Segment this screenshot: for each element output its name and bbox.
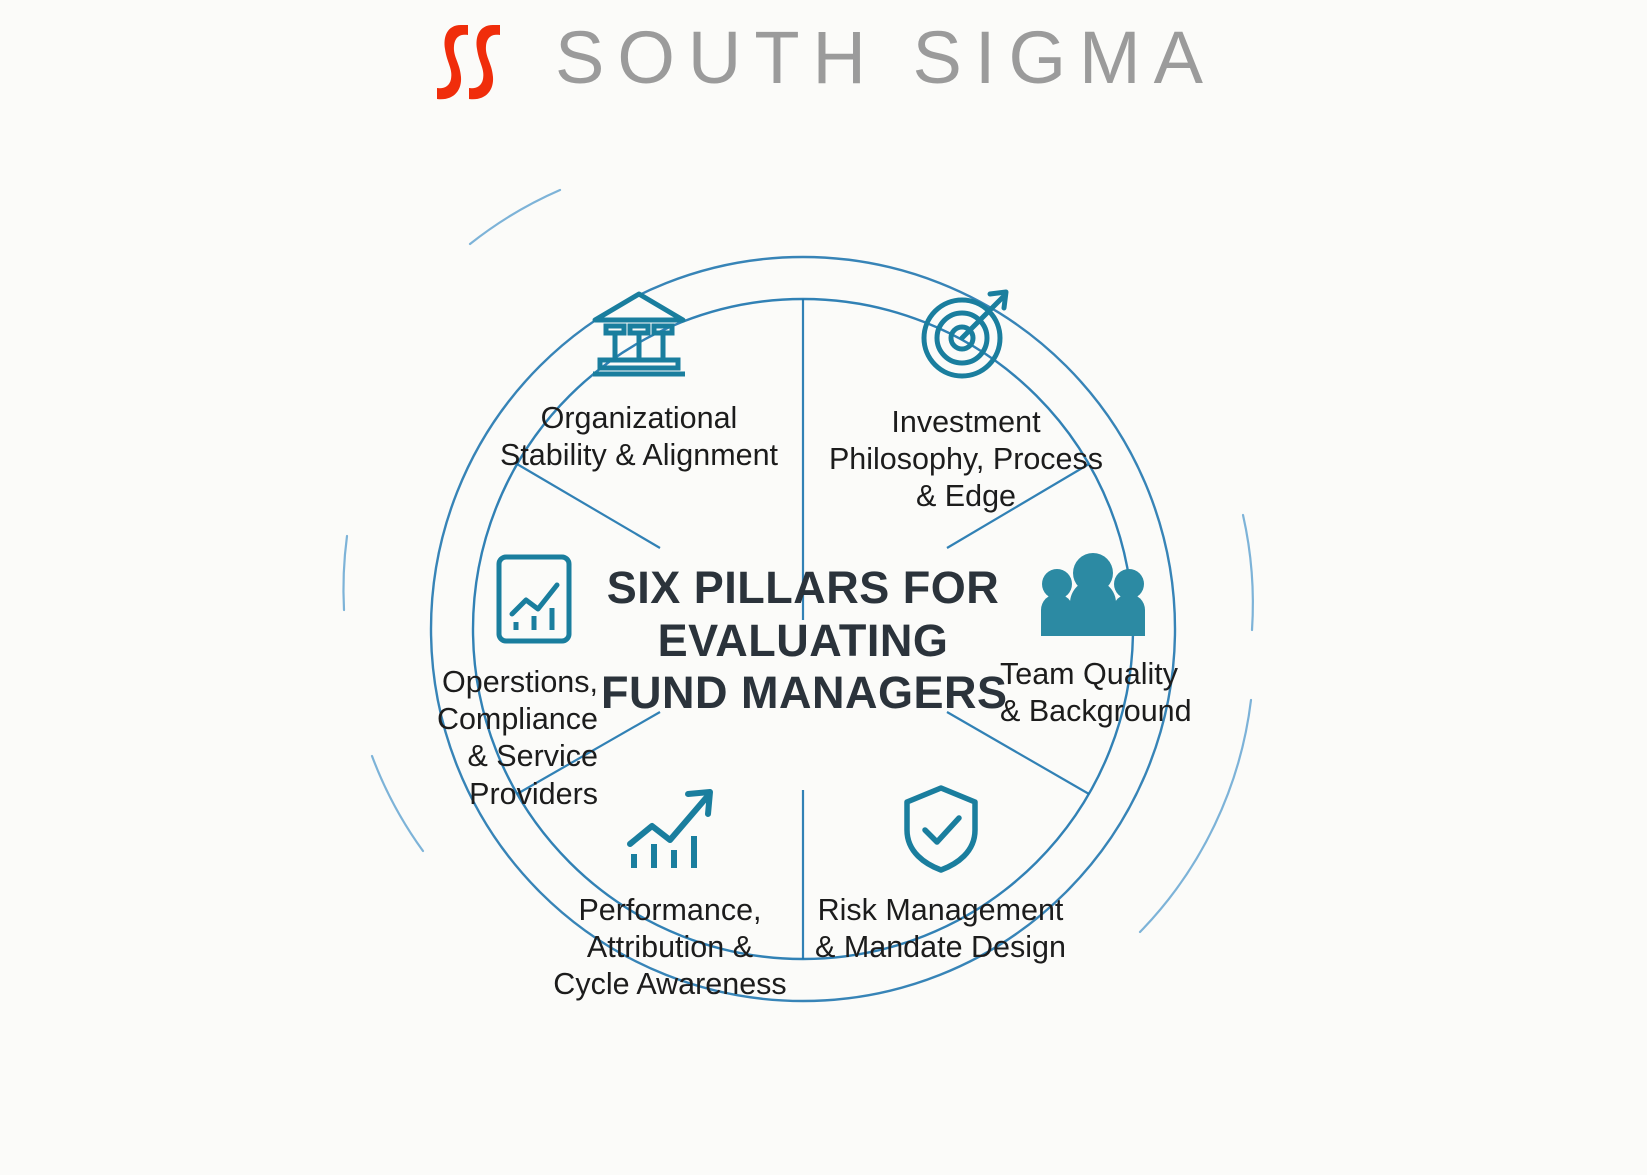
pillar-label-line: Stability & Alignment xyxy=(499,438,779,473)
people-group-icon xyxy=(1034,552,1152,638)
title-line-1: SIX PILLARS FOR xyxy=(606,562,1000,613)
pillar-risk-management[interactable]: Risk Management & Mandate Design xyxy=(808,782,1073,966)
pillar-label-line: Providers xyxy=(469,776,598,811)
pillar-operations-compliance[interactable]: Operstions, Compliance & Service Provide… xyxy=(408,552,598,813)
pillar-organizational-stability[interactable]: Organizational Stability & Alignment xyxy=(474,286,804,474)
pillar-label: Organizational Stability & Alignment xyxy=(500,400,778,474)
shield-check-icon xyxy=(899,782,983,874)
pillar-label-line: Performance, xyxy=(578,893,762,927)
pillar-label-line: Compliance xyxy=(436,702,598,737)
south-sigma-logo-icon xyxy=(436,25,500,100)
title-line-3: FUND MANAGERS xyxy=(601,667,1008,719)
pillar-label: Investment Philosophy, Process & Edge xyxy=(829,404,1103,516)
target-arrow-icon xyxy=(916,286,1016,382)
outer-ring xyxy=(429,255,1177,1003)
pillar-performance-attribution[interactable]: Performance, Attribution & Cycle Awarene… xyxy=(540,782,800,1004)
pillar-label-line: Investment xyxy=(891,405,1041,439)
pillar-label-line: Organizational xyxy=(540,401,738,435)
title-line-2: EVALUATING xyxy=(657,614,949,666)
pillar-label-line: & Edge xyxy=(915,479,1017,514)
pillar-label-line: Attribution & xyxy=(586,930,754,965)
brand-header: SOUTH SIGMA xyxy=(0,8,1647,108)
pillar-label: Operstions, Compliance & Service Provide… xyxy=(437,664,598,813)
report-chart-icon xyxy=(494,552,574,646)
segment-dividers xyxy=(516,299,1090,959)
pillar-label: Performance, Attribution & Cycle Awarene… xyxy=(553,892,786,1004)
page-title: SIX PILLARS FOR EVALUATING FUND MANAGERS xyxy=(601,562,1008,720)
pillar-label-line: Team Quality xyxy=(1000,657,1178,691)
pillar-label: Risk Management & Mandate Design xyxy=(815,892,1066,966)
bank-columns-icon xyxy=(587,286,691,378)
pillar-label-line: Operstions, xyxy=(442,665,598,699)
pillar-label: Team Quality & Background xyxy=(1000,656,1192,730)
brand-name: SOUTH SIGMA xyxy=(554,16,1217,99)
pillar-label-line: Philosophy, Process xyxy=(828,442,1104,477)
pillar-label-line: & Service xyxy=(467,739,598,774)
pillar-investment-philosophy[interactable]: Investment Philosophy, Process & Edge xyxy=(816,286,1116,516)
pillar-label-line: & Mandate Design xyxy=(815,930,1066,965)
bar-chart-arrow-icon xyxy=(622,782,718,874)
pillar-team-quality[interactable]: Team Quality & Background xyxy=(1000,552,1192,730)
pillar-label-line: & Background xyxy=(1000,694,1192,729)
pillar-label-line: Risk Management xyxy=(817,893,1064,927)
pillar-label-line: Cycle Awareness xyxy=(553,967,787,1002)
